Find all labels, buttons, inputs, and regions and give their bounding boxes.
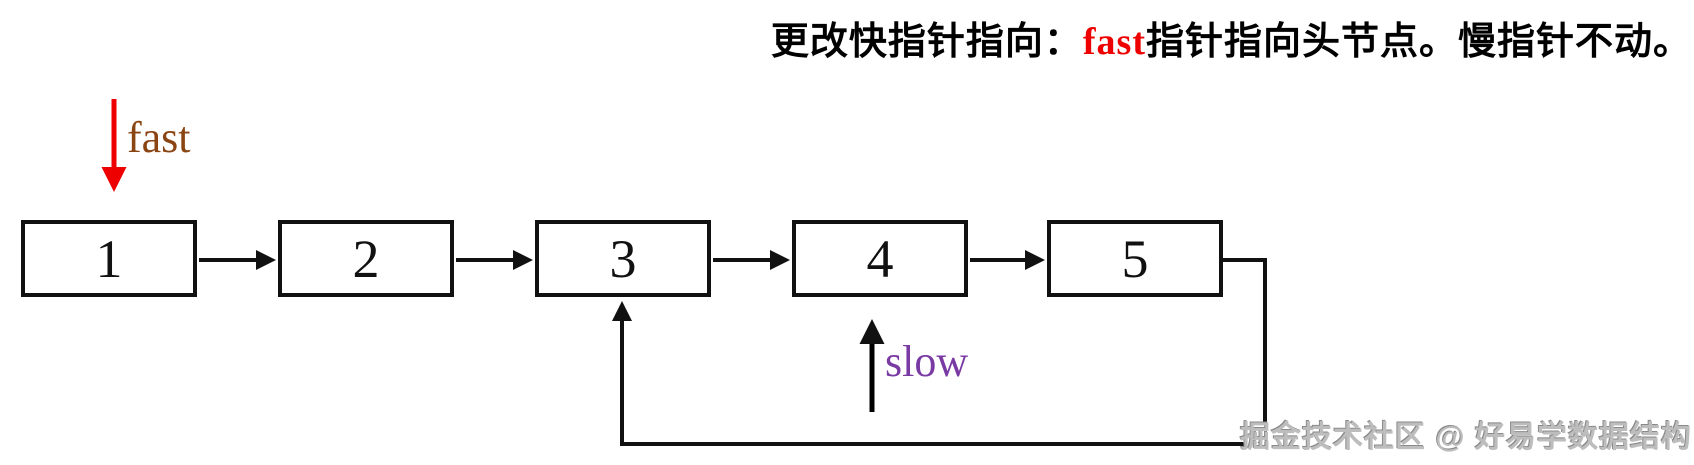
- node-value: 1: [95, 228, 123, 289]
- list-node-1: 1: [21, 220, 197, 297]
- list-node-2: 2: [278, 220, 454, 297]
- caption: 更改快指针指向：fast指针指向头节点。慢指针不动。: [771, 10, 1692, 65]
- slow-pointer-label: slow: [885, 337, 969, 386]
- caption-suffix: 指针指向头节点。慢指针不动。: [1145, 21, 1692, 63]
- caption-prefix: 更改快指针指向：: [770, 21, 1083, 63]
- caption-fast-highlight: fast: [1082, 21, 1146, 63]
- node-value: 4: [866, 228, 894, 289]
- list-node-5: 5: [1047, 220, 1223, 297]
- node-value: 2: [352, 228, 380, 289]
- list-node-4: 4: [792, 220, 968, 297]
- cycle-arrow-5-3: [612, 258, 1267, 446]
- node-value: 5: [1121, 228, 1149, 289]
- node-value: 3: [609, 228, 637, 289]
- watermark: 掘金技术社区 @ 好易学数据结构: [1240, 421, 1692, 454]
- fast-pointer-label: fast: [127, 113, 191, 162]
- list-node-3: 3: [535, 220, 711, 297]
